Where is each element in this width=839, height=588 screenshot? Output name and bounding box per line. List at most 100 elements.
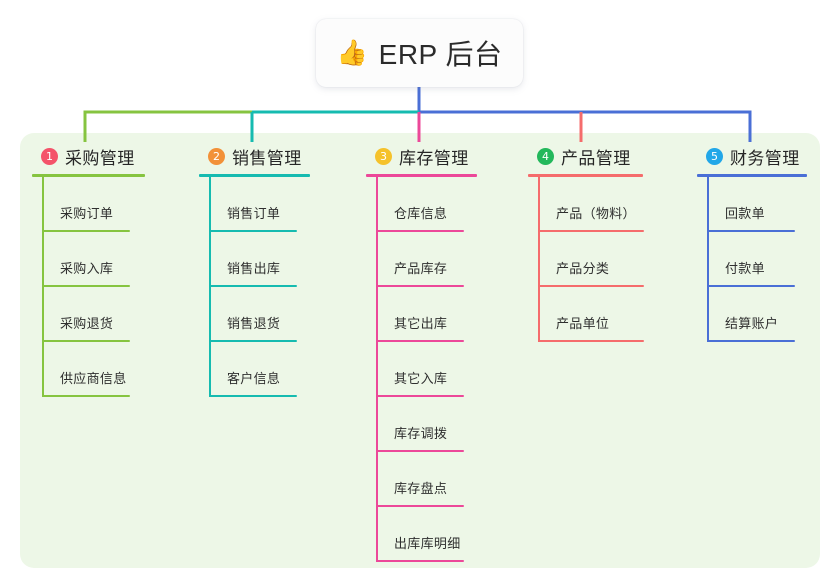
branch-item-rule	[538, 230, 644, 232]
branch-header-rule	[32, 174, 145, 177]
branch-item-label: 库存调拨	[394, 426, 448, 441]
branch-item-rule	[707, 285, 795, 287]
branch-spine	[42, 177, 44, 397]
branch-item-label: 产品分类	[556, 261, 610, 276]
branch-column-1: 1 采购管理采购订单采购入库采购退货供应商信息	[32, 144, 147, 397]
branch-item-rule	[376, 230, 464, 232]
branch-item[interactable]: 其它入库	[366, 342, 476, 397]
branch-item[interactable]: 销售退货	[199, 287, 312, 342]
branch-item-rule	[707, 340, 795, 342]
root-node-content: 👍 ERP 后台	[337, 33, 503, 73]
branch-item[interactable]: 采购退货	[32, 287, 147, 342]
branch-header-1[interactable]: 1 采购管理	[32, 144, 147, 168]
branch-item-rule	[538, 285, 644, 287]
branch-item[interactable]: 产品分类	[528, 232, 644, 287]
branch-item[interactable]: 回款单	[697, 177, 804, 232]
branch-item-rule	[209, 230, 297, 232]
branch-title: 销售管理	[232, 148, 302, 168]
branch-item-label: 产品（物料）	[556, 206, 636, 221]
branch-item-label: 销售订单	[227, 206, 281, 221]
branch-title: 财务管理	[730, 148, 800, 168]
branch-item-label: 产品单位	[556, 316, 610, 331]
branch-item-label: 回款单	[725, 206, 765, 221]
branch-item-label: 客户信息	[227, 371, 281, 386]
branch-item[interactable]: 结算账户	[697, 287, 804, 342]
branch-header-rule	[528, 174, 643, 177]
branch-item[interactable]: 采购入库	[32, 232, 147, 287]
branch-item-label: 其它出库	[394, 316, 448, 331]
branch-item-label: 付款单	[725, 261, 765, 276]
branch-spine	[376, 177, 378, 562]
branch-item-list: 销售订单销售出库销售退货客户信息	[199, 177, 312, 397]
root-node[interactable]: 👍 ERP 后台	[316, 19, 523, 87]
branch-header-2[interactable]: 2 销售管理	[199, 144, 312, 168]
branch-number-badge: 2	[208, 147, 225, 165]
branch-item[interactable]: 供应商信息	[32, 342, 147, 397]
branch-item[interactable]: 销售出库	[199, 232, 312, 287]
branch-item-label: 采购入库	[60, 261, 114, 276]
branch-item-label: 采购退货	[60, 316, 114, 331]
branches-background-panel	[20, 133, 820, 568]
thumbs-up-emoji: 👍	[336, 38, 368, 67]
branch-item-rule	[376, 505, 464, 507]
branch-item-label: 供应商信息	[60, 371, 127, 386]
branch-item-rule	[42, 285, 130, 287]
branch-header-5[interactable]: 5 财务管理	[697, 144, 804, 168]
branch-item-list: 仓库信息产品库存其它出库其它入库库存调拨库存盘点出库库明细	[366, 177, 476, 562]
branch-item[interactable]: 库存盘点	[366, 452, 476, 507]
branch-item-rule	[707, 230, 795, 232]
branch-item[interactable]: 出库库明细	[366, 507, 476, 562]
branch-item[interactable]: 付款单	[697, 232, 804, 287]
branch-item[interactable]: 仓库信息	[366, 177, 476, 232]
branch-item-rule	[42, 230, 130, 232]
branch-item-label: 结算账户	[725, 316, 779, 331]
branch-header-rule	[199, 174, 310, 177]
branch-column-2: 2 销售管理销售订单销售出库销售退货客户信息	[199, 144, 312, 397]
branch-item-rule	[376, 340, 464, 342]
branch-item-rule	[376, 395, 464, 397]
branch-item-label: 库存盘点	[394, 481, 448, 496]
branch-item[interactable]: 产品（物料）	[528, 177, 644, 232]
branch-number-badge: 5	[706, 147, 723, 165]
branch-item-list: 采购订单采购入库采购退货供应商信息	[32, 177, 147, 397]
branch-column-5: 5 财务管理回款单付款单结算账户	[697, 144, 807, 342]
branch-spine	[538, 177, 540, 342]
branch-number-badge: 4	[537, 147, 554, 165]
branch-item[interactable]: 采购订单	[32, 177, 147, 232]
branch-number-badge: 3	[375, 147, 392, 165]
branch-item-list: 产品（物料） 产品分类产品单位	[528, 177, 644, 342]
branch-item-rule	[376, 450, 464, 452]
branch-item-label: 产品库存	[394, 261, 448, 276]
branch-number-badge: 1	[41, 147, 58, 165]
branch-item[interactable]: 销售订单	[199, 177, 312, 232]
branch-spine	[209, 177, 211, 397]
branch-item[interactable]: 库存调拨	[366, 397, 476, 452]
branch-item-label: 采购订单	[60, 206, 114, 221]
branch-item-rule	[209, 340, 297, 342]
branch-item-rule	[42, 395, 130, 397]
branch-item-rule	[209, 285, 297, 287]
branch-item-label: 出库库明细	[394, 536, 461, 551]
branch-column-4: 4 产品管理产品（物料） 产品分类产品单位	[528, 144, 644, 342]
branch-item[interactable]: 产品单位	[528, 287, 644, 342]
branch-item-rule	[538, 340, 644, 342]
branch-item-rule	[42, 340, 130, 342]
branch-item[interactable]: 其它出库	[366, 287, 476, 342]
branch-header-rule	[366, 174, 477, 177]
root-node-title: ERP 后台	[378, 39, 503, 70]
branch-item[interactable]: 客户信息	[199, 342, 312, 397]
branch-item-label: 其它入库	[394, 371, 448, 386]
branch-item-rule	[376, 560, 464, 562]
branch-item-label: 销售出库	[227, 261, 281, 276]
branch-item[interactable]: 产品库存	[366, 232, 476, 287]
branch-header-4[interactable]: 4 产品管理	[528, 144, 644, 168]
branch-item-rule	[209, 395, 297, 397]
branch-item-label: 销售退货	[227, 316, 281, 331]
branch-spine	[707, 177, 709, 342]
branch-item-list: 回款单付款单结算账户	[697, 177, 804, 342]
branch-title: 产品管理	[561, 148, 631, 168]
branch-title: 采购管理	[65, 148, 135, 168]
